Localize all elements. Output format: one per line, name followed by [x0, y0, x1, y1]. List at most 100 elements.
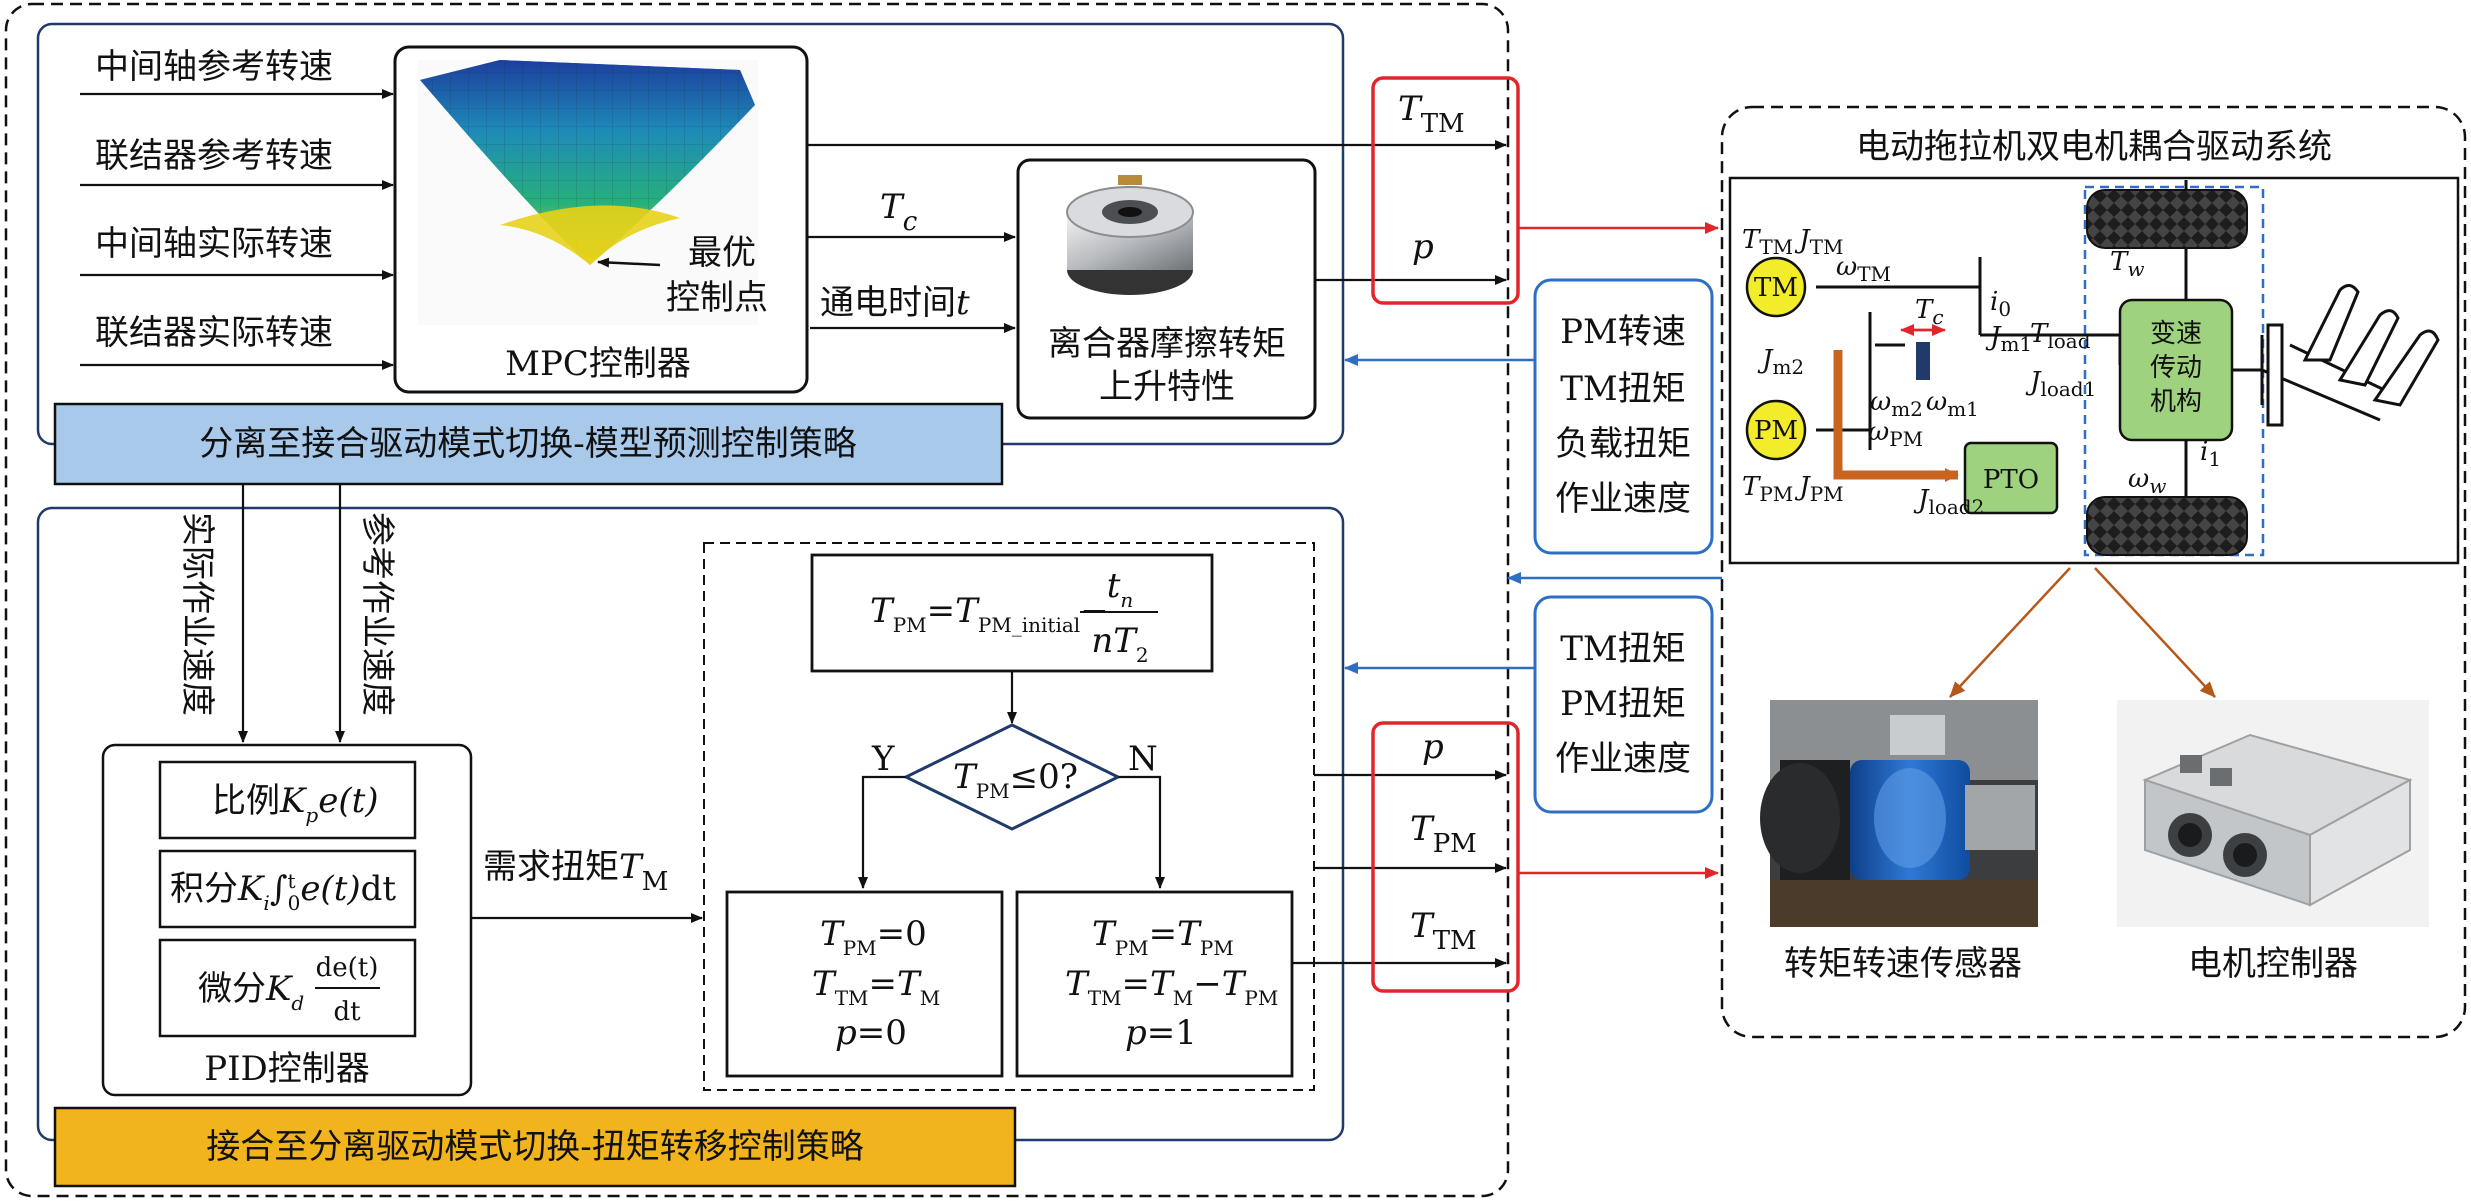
top-title: 分离至接合驱动模式切换-模型预测控制策略	[199, 424, 857, 464]
feedback-top-3: 负载扭矩	[1555, 424, 1691, 464]
feedback-bottom-3: 作业速度	[1555, 739, 1691, 779]
pto-box	[1963, 441, 2059, 515]
input-label-4: 联结器实际转速	[95, 313, 333, 353]
svg-text:Jload1: Jload1	[2025, 367, 2096, 401]
bottom-output-box	[1371, 721, 1520, 993]
pid-i-box	[158, 849, 417, 929]
sensor-label: 转矩转速传感器	[1784, 944, 2022, 984]
link-to-controller	[2094, 567, 2216, 698]
svg-text:实际作业速度: 实际作业速度	[177, 512, 217, 716]
pid-p-term: 比例Kpe(t)	[212, 781, 379, 827]
demand-torque-label: 需求扭矩TM	[483, 847, 668, 897]
gearbox-label-3: 机构	[2150, 387, 2202, 417]
pm-motor	[1745, 399, 1807, 461]
wheel-bottom	[2086, 496, 2248, 556]
svg-text:ωm2: ωm2	[1870, 387, 1923, 421]
pid-p-box	[158, 760, 417, 840]
tc-label: Tc	[880, 187, 918, 237]
feedback-top-1: PM转速	[1560, 312, 1686, 352]
bottom-title: 接合至分离驱动模式切换-扭矩转移控制策略	[206, 1127, 864, 1167]
pid-d-denominator: dt	[333, 997, 361, 1027]
pid-d-numerator: de(t)	[316, 953, 379, 983]
decision-yes-label: Y	[871, 739, 895, 779]
svg-text:Tload: Tload	[2030, 319, 2091, 353]
yes-result-box	[725, 890, 1004, 1078]
no-result-box	[1015, 890, 1294, 1078]
svg-text:Tc: Tc	[1915, 295, 1944, 329]
link-to-sensor	[1949, 567, 2071, 698]
pm-motor-label: PM	[1754, 416, 1798, 446]
left-outer-frame	[4, 2, 1510, 1198]
feedback-top-box	[1533, 278, 1714, 555]
actual-speed-label: 实际作业速度	[177, 512, 217, 716]
formula-frac-den: nT2	[1091, 621, 1148, 667]
input-label-1: 中间轴参考转速	[95, 47, 333, 87]
mpc-optimum-label-1: 最优	[688, 233, 756, 273]
no-result-line2: TTM=TM−TPM	[1065, 964, 1278, 1010]
feedback-bottom-2: PM扭矩	[1560, 684, 1686, 724]
svg-text:ωw: ωw	[2128, 464, 2166, 498]
gearbox-label-1: 变速	[2150, 319, 2202, 349]
mpc-optimum-label-2: 控制点	[666, 278, 768, 318]
formula-text: TPM=TPM_initial−	[870, 591, 1109, 637]
top-output-ttm: TTM	[1398, 89, 1465, 139]
top-title-box	[53, 402, 1004, 486]
controller-label: 电机控制器	[2188, 944, 2358, 984]
flowchart-frame	[703, 542, 1315, 1091]
svg-text:i0: i0	[1990, 287, 2011, 321]
bottom-output-p: p	[1422, 727, 1444, 767]
decision-text: TPM≤0?	[953, 757, 1078, 803]
svg-text:i1: i1	[2200, 437, 2221, 471]
svg-text:参考作业速度: 参考作业速度	[357, 512, 397, 716]
time-input-label: 通电时间t	[820, 283, 970, 323]
wheel-top	[2086, 189, 2248, 249]
gearbox-label-2: 传动	[2150, 353, 2202, 383]
system-frame	[1720, 105, 2467, 1039]
bottom-output-tpm: TPM	[1410, 809, 1477, 859]
no-branch-arrow	[1118, 775, 1165, 889]
mpc-surface-plot	[418, 60, 758, 325]
bottom-title-box	[53, 1106, 1017, 1188]
yes-result-line3: p=0	[835, 1013, 907, 1053]
tm-motor-label: TM	[1754, 273, 1798, 303]
pm-pto-shaft	[1833, 350, 1959, 482]
yes-branch-arrow	[858, 775, 906, 889]
no-result-line3: p=1	[1125, 1013, 1197, 1053]
decision-diamond	[902, 723, 1122, 831]
pid-controller-label: PID控制器	[204, 1049, 370, 1089]
feedback-bottom-1: TM扭矩	[1560, 629, 1686, 669]
system-title: 电动拖拉机双电机耦合驱动系统	[1856, 127, 2332, 167]
reference-speed-label: 参考作业速度	[357, 512, 397, 716]
svg-text:ωm1: ωm1	[1926, 387, 1979, 421]
no-result-line1: TPM=TPM	[1092, 914, 1234, 960]
decision-no-label: N	[1128, 739, 1158, 779]
pid-d-term: 微分Kd	[198, 969, 304, 1015]
feedback-bottom-box	[1533, 595, 1714, 814]
input-label-3: 中间轴实际转速	[95, 224, 333, 264]
motor-controller-photo	[2117, 700, 2429, 927]
svg-text:Jm1: Jm1	[1985, 322, 2032, 356]
formula-frac-num: tn	[1107, 566, 1134, 612]
feedback-top-4: 作业速度	[1555, 479, 1691, 519]
tm-motor	[1745, 256, 1807, 318]
top-output-p: p	[1412, 227, 1434, 267]
yes-result-line1: TPM=0	[820, 914, 927, 960]
input-label-2: 联结器参考转速	[95, 136, 333, 176]
svg-text:ωTM: ωTM	[1836, 252, 1891, 286]
left-inputs: 中间轴参考转速 联结器参考转速 中间轴实际转速 联结器实际转速	[80, 47, 394, 370]
top-output-box	[1371, 76, 1520, 305]
yes-result-line2: TTM=TM	[812, 964, 940, 1010]
implement-icon	[2261, 284, 2440, 427]
bottom-output-ttm: TTM	[1410, 906, 1477, 956]
feedback-top-2: TM扭矩	[1560, 369, 1686, 409]
clutch-image	[1066, 175, 1194, 295]
svg-text:Jload2: Jload2	[1913, 485, 1984, 519]
svg-text:ωPM: ωPM	[1868, 417, 1923, 451]
svg-text:Jm2: Jm2	[1757, 345, 1804, 379]
clutch-label-2: 上升特性	[1099, 367, 1235, 407]
